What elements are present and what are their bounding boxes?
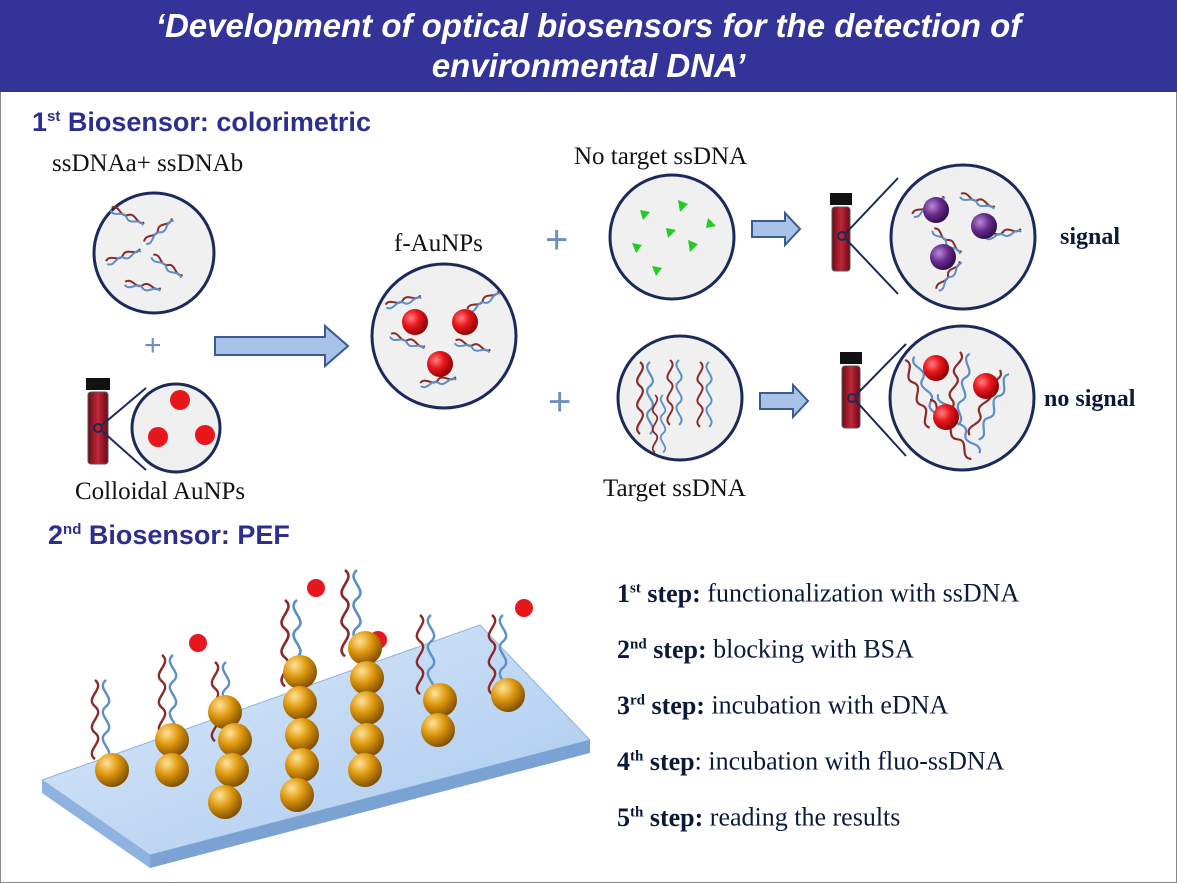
step-2: 2nd step: blocking with BSA [617, 626, 1019, 682]
label-signal: signal [1060, 224, 1121, 250]
step-1: 1st step: functionalization with ssDNA [617, 570, 1019, 626]
label-no-signal: no signal [1044, 386, 1136, 412]
step-3-bold: step: [645, 690, 705, 720]
no-signal-circle [888, 324, 1036, 472]
step-4-num: 4 [617, 746, 630, 776]
step-3-num: 3 [617, 690, 630, 720]
label-no-target: No target ssDNA [574, 143, 748, 170]
vial-icon-1 [86, 378, 147, 471]
step-1-sup: st [630, 580, 641, 596]
biosensor2-suffix: nd [63, 521, 82, 538]
step-3: 3rd step: incubation with eDNA [617, 682, 1019, 738]
step-5-sup: th [630, 804, 644, 820]
step-2-num: 2 [617, 634, 630, 664]
biosensor1-title-text: Biosensor: colorimetric [60, 107, 371, 137]
step-5-text: reading the results [703, 802, 901, 832]
label-colloidal-aunps: Colloidal AuNPs [75, 478, 246, 505]
label-target: Target ssDNA [603, 475, 746, 502]
ssdna-circle [92, 191, 216, 315]
vial-icon-2 [830, 177, 899, 295]
step-2-bold: step: [646, 634, 707, 664]
pef-dna-assembly [90, 568, 533, 819]
title-banner: ‘Development of optical biosensors for t… [0, 0, 1177, 92]
plus-icon-1: + [144, 329, 162, 362]
step-5: 5th step: reading the results [617, 794, 1019, 850]
step-4: 4th step: incubation with fluo-ssDNA [617, 738, 1019, 794]
step-5-bold: step: [643, 802, 704, 832]
biosensor2-title: 2nd Biosensor: PEF [48, 520, 290, 551]
step-1-num: 1 [617, 578, 630, 608]
step-4-text: : incubation with fluo-ssDNA [694, 746, 1005, 776]
step-4-bold: step [643, 746, 695, 776]
pef-steps-list: 1st step: functionalization with ssDNA 2… [617, 570, 1019, 850]
vial-icon-3 [840, 343, 907, 457]
step-4-sup: th [630, 748, 644, 764]
step-1-text: functionalization with ssDNA [700, 578, 1020, 608]
step-2-text: blocking with BSA [706, 634, 914, 664]
plus-icon-3: + [548, 380, 571, 424]
target-circle [616, 334, 744, 462]
arrow-right-icon-3 [759, 382, 810, 420]
step-3-text: incubation with eDNA [704, 690, 949, 720]
f-aunps-circle [370, 262, 518, 410]
biosensor1-title: 1st Biosensor: colorimetric [32, 107, 371, 138]
pef-substrate [40, 624, 591, 868]
step-2-sup: nd [630, 636, 647, 652]
biosensor1-number: 1 [32, 107, 48, 137]
title-line-1: ‘Development of optical biosensors for t… [155, 7, 1022, 44]
step-5-num: 5 [617, 802, 630, 832]
title-line-2: environmental DNA’ [431, 47, 746, 84]
biosensor2-title-text: Biosensor: PEF [81, 520, 290, 550]
biosensor1-suffix: st [47, 108, 61, 125]
arrow-right-icon-1 [214, 323, 350, 369]
label-ssdna-pair: ssDNAa+ ssDNAb [52, 150, 244, 177]
step-3-sup: rd [630, 692, 645, 708]
colloidal-aunps-circle [130, 382, 222, 474]
label-f-aunps: f-AuNPs [394, 230, 483, 257]
arrow-right-icon-2 [751, 210, 802, 248]
step-1-bold: step: [640, 578, 701, 608]
plus-icon-2: + [545, 218, 568, 262]
signal-aggregate-circle [889, 163, 1037, 311]
biosensor2-number: 2 [48, 520, 64, 550]
no-target-circle [608, 173, 736, 301]
